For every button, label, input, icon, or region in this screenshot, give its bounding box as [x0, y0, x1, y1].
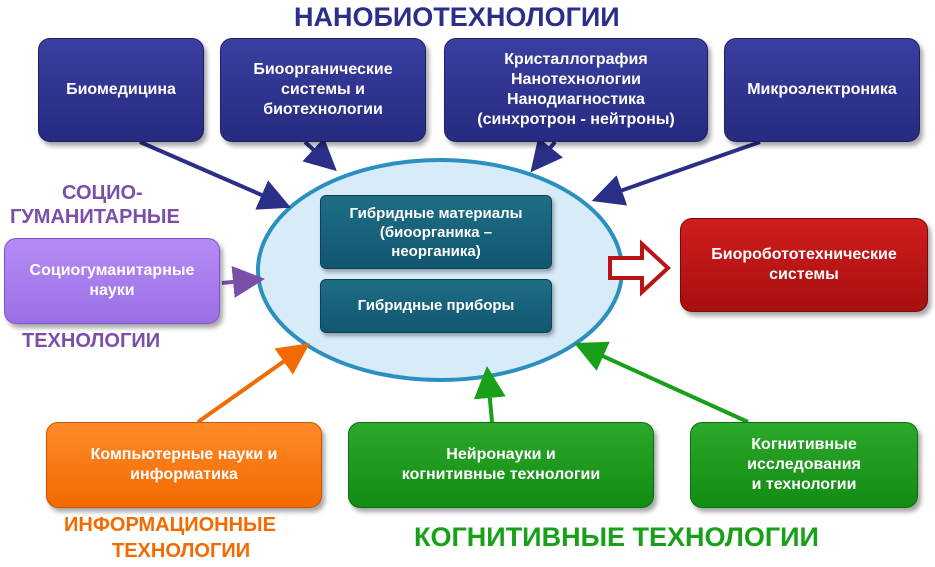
arrow-crystallography [530, 137, 564, 173]
arrow-bioorganic [302, 137, 337, 172]
heading-info-line2: ТЕХНОЛОГИИ [112, 540, 251, 562]
arrow-microelectronics [591, 140, 761, 206]
arrow-neuro [473, 366, 506, 423]
box-neuroscience: Нейронауки и когнитивные технологии [348, 422, 654, 508]
box-computer-science: Компьютерные науки и информатика [46, 422, 322, 508]
heading-info-line1: ИНФОРМАЦИОННЫЕ [64, 514, 276, 536]
heading-socio-line3: ТЕХНОЛОГИИ [22, 330, 161, 352]
heading-socio-line2: ГУМАНИТАРНЫЕ [10, 206, 180, 228]
box-biorobotic-systems: Биоробототехнические системы [680, 218, 928, 312]
arrow-socio [221, 266, 265, 298]
box-crystallography: Кристаллография Нанотехнологии Нанодиагн… [444, 38, 708, 142]
central-ellipse [256, 158, 624, 382]
heading-nanobiotechnologies: НАНОБИОТЕХНОЛОГИИ [294, 2, 620, 32]
heading-cognitive-technologies: КОГНИТИВНЫЕ ТЕХНОЛОГИИ [414, 522, 819, 552]
arrow-informatics [196, 343, 310, 424]
arrow-cognitive [574, 341, 749, 424]
box-cognitive-research: Когнитивные исследования и технологии [690, 422, 918, 508]
box-socio-humanitarian: Социогуманитарные науки [4, 238, 220, 324]
box-hybrid-devices: Гибридные приборы [320, 279, 552, 333]
arrow-biomedicine [139, 140, 292, 210]
box-microelectronics: Микроэлектроника [724, 38, 920, 142]
box-hybrid-materials: Гибридные материалы (биоорганика – неорг… [320, 195, 552, 269]
box-biomedicine: Биомедицина [38, 38, 204, 142]
heading-socio-line1: СОЦИО- [62, 182, 143, 204]
box-bioorganic-systems: Биоорганические системы и биотехнологии [220, 38, 426, 142]
result-arrow-icon [608, 239, 671, 297]
